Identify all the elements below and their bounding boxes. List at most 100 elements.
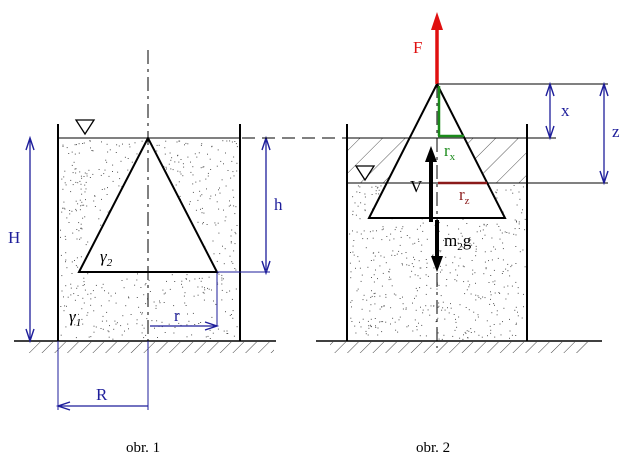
speckle-dot	[76, 144, 77, 146]
speckle-dot	[83, 302, 85, 304]
speckle-dot	[81, 204, 83, 206]
speckle-dot	[78, 143, 80, 145]
speckle-dot	[185, 142, 187, 144]
speckle-dot	[164, 332, 166, 333]
speckle-dot	[180, 173, 182, 175]
speckle-dot	[144, 284, 146, 286]
speckle-dot	[197, 221, 199, 223]
speckle-dot	[515, 281, 517, 283]
speckle-dot	[499, 238, 501, 240]
speckle-dot	[198, 323, 200, 324]
speckle-dot	[122, 143, 123, 145]
speckle-dot	[164, 147, 166, 149]
speckle-dot	[181, 283, 182, 285]
speckle-dot	[80, 205, 82, 207]
speckle-dot	[421, 244, 423, 246]
speckle-dot	[475, 319, 476, 321]
speckle-dot	[385, 294, 387, 296]
speckle-dot	[149, 291, 151, 292]
speckle-dot	[522, 186, 524, 188]
speckle-dot	[518, 223, 520, 225]
speckle-dot	[209, 329, 211, 331]
speckle-dot	[509, 318, 510, 320]
speckle-dot	[190, 171, 192, 173]
speckle-dot	[95, 284, 97, 286]
speckle-dot	[198, 277, 200, 279]
dim-H-arrow-top	[25, 135, 35, 151]
speckle-dot	[184, 302, 186, 304]
speckle-dot	[468, 286, 470, 288]
speckle-dot	[223, 330, 225, 332]
speckle-dot	[224, 248, 226, 250]
speckle-dot	[426, 284, 428, 286]
speckle-dot	[429, 314, 431, 316]
speckle-dot	[207, 287, 208, 289]
speckle-dot	[381, 239, 383, 241]
speckle-dot	[187, 143, 189, 145]
speckle-dot	[385, 262, 387, 264]
weight-arrow	[431, 256, 443, 272]
speckle-dot	[454, 279, 456, 281]
speckle-dot	[186, 274, 188, 276]
speckle-dot	[464, 331, 466, 333]
speckle-dot	[234, 231, 236, 233]
speckle-dot	[90, 304, 92, 306]
speckle-dot	[224, 220, 226, 222]
speckle-dot	[201, 277, 203, 279]
speckle-dot	[517, 315, 519, 317]
speckle-dot	[438, 305, 440, 307]
speckle-dot	[211, 316, 213, 318]
speckle-dot	[497, 257, 499, 259]
speckle-dot	[84, 184, 86, 186]
speckle-dot	[505, 268, 507, 270]
speckle-dot	[392, 250, 394, 252]
speckle-dot	[416, 228, 418, 230]
speckle-dot	[445, 256, 447, 258]
speckle-dot	[459, 257, 461, 259]
speckle-dot	[362, 299, 364, 301]
speckle-dot	[518, 228, 520, 229]
speckle-dot	[514, 228, 516, 230]
speckle-dot	[367, 320, 369, 322]
speckle-dot	[486, 320, 488, 322]
speckle-dot	[374, 303, 376, 305]
speckle-dot	[474, 331, 476, 333]
speckle-dot	[74, 324, 76, 326]
speckle-dot	[355, 267, 356, 269]
speckle-dot	[77, 266, 79, 268]
speckle-dot	[370, 325, 372, 327]
speckle-dot	[379, 295, 381, 297]
speckle-dot	[382, 228, 384, 230]
speckle-dot	[78, 323, 80, 325]
speckle-dot	[231, 298, 233, 300]
speckle-dot	[94, 195, 95, 197]
speckle-dot	[395, 294, 397, 296]
speckle-dot	[377, 327, 379, 329]
speckle-dot	[148, 279, 150, 281]
speckle-dot	[77, 182, 79, 184]
speckle-dot	[178, 181, 180, 183]
speckle-dot	[350, 252, 351, 253]
speckle-dot	[471, 260, 473, 261]
speckle-dot	[227, 333, 229, 334]
speckle-dot	[156, 150, 158, 152]
speckle-dot	[394, 229, 396, 231]
speckle-dot	[419, 335, 421, 337]
speckle-dot	[439, 251, 441, 253]
speckle-dot	[77, 285, 79, 287]
speckle-dot	[420, 250, 422, 252]
speckle-dot	[117, 171, 119, 173]
figure-2: F x z rx rz V m2g obr. 2	[316, 12, 620, 456]
speckle-dot	[414, 242, 416, 244]
speckle-dot	[430, 305, 432, 307]
speckle-dot	[418, 241, 420, 242]
speckle-dot	[163, 302, 165, 303]
speckle-dot	[382, 226, 384, 228]
speckle-dot	[440, 250, 442, 252]
speckle-dot	[141, 332, 143, 334]
speckle-dot	[83, 281, 85, 283]
speckle-dot	[389, 239, 391, 241]
speckle-dot	[106, 320, 108, 322]
speckle-dot	[399, 244, 401, 246]
speckle-dot	[93, 200, 95, 202]
